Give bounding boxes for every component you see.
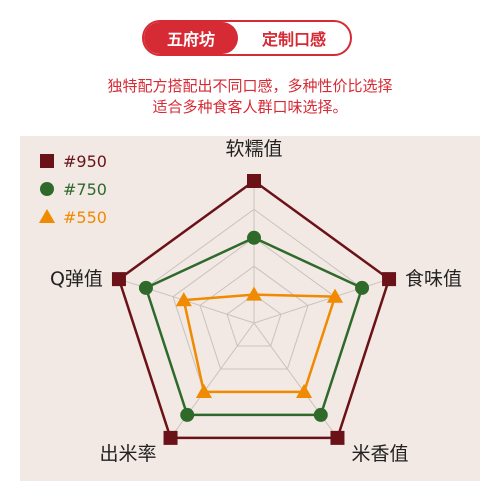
grid-spoke	[253, 322, 338, 439]
series-point	[111, 272, 126, 287]
grid-spoke	[253, 278, 390, 324]
description-line-1: 独特配方搭配出不同口感，多种性价比选择	[107, 77, 393, 95]
series-point	[163, 430, 178, 445]
legend-marker	[38, 208, 56, 224]
series-point	[195, 383, 212, 398]
grid-ring	[226, 293, 282, 347]
axis-label: Q弹值	[50, 268, 103, 290]
brand-label: 五府坊	[144, 22, 238, 54]
legend-marker	[40, 154, 54, 168]
series-point	[245, 286, 263, 301]
series-point	[180, 407, 195, 422]
series-point	[296, 383, 313, 398]
legend-label: #750	[63, 180, 107, 199]
series-point	[382, 272, 397, 287]
radar-grid	[118, 180, 390, 439]
series-line	[117, 179, 391, 440]
axis-label: 米香值	[351, 443, 408, 465]
series-point	[326, 288, 344, 303]
series-point	[330, 430, 345, 445]
axis-label: 出米率	[100, 443, 157, 465]
chart-panel	[20, 136, 480, 481]
series-point	[247, 174, 261, 188]
tag-label: 定制口感	[261, 30, 326, 49]
legend-label: #950	[63, 152, 107, 171]
axis-label: 食味值	[405, 268, 462, 290]
header-pill: 五府坊 定制口感	[142, 20, 352, 56]
series-line	[144, 236, 364, 417]
chart-legend: #950 #750 #550	[38, 152, 107, 227]
description-line-2: 适合多种食客人群口味选择。	[152, 98, 348, 116]
legend-marker	[40, 182, 54, 196]
radar-series	[111, 174, 397, 445]
series-point	[247, 230, 261, 245]
series-point	[175, 292, 192, 307]
axis-label: 软糯值	[225, 138, 282, 160]
series-line	[182, 293, 337, 394]
legend-label: #550	[63, 208, 107, 227]
grid-spoke	[170, 322, 255, 439]
series-point	[138, 280, 153, 295]
series-point	[313, 407, 328, 422]
series-point	[355, 280, 370, 295]
